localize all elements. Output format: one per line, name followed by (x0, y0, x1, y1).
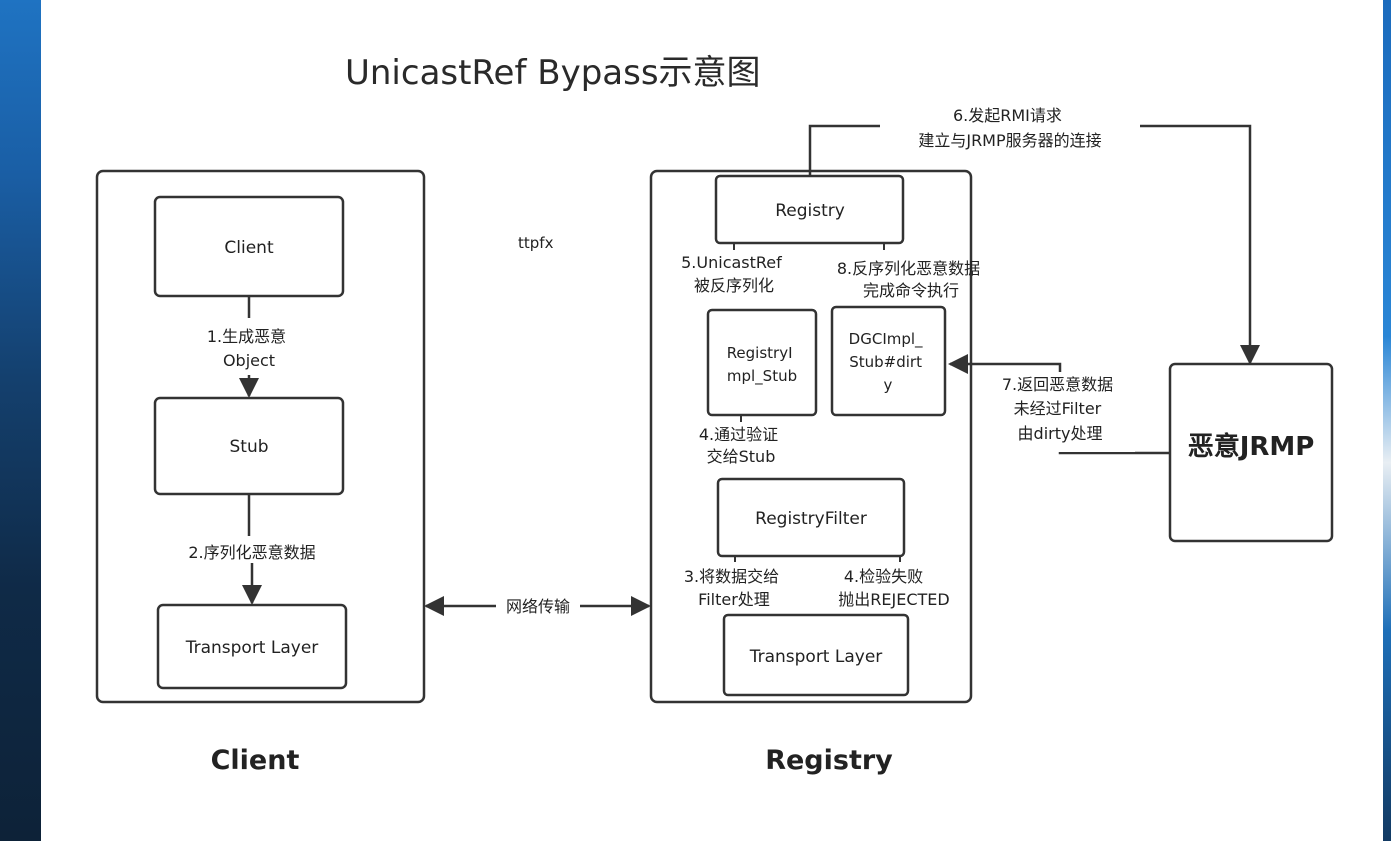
step3-label: 3.将数据交给 Filter处理 (684, 567, 784, 609)
step7-label-bg (985, 372, 1135, 452)
client-transport-box (156, 603, 348, 690)
registry-section-title: Registry (765, 745, 893, 776)
step8-label: 8.反序列化恶意数据 完成命令执行 (837, 259, 985, 300)
registry-filter-box (716, 477, 906, 558)
step1-label: 1.生成恶意 Object (207, 327, 291, 370)
registry-impl-stub-box (706, 308, 818, 417)
registry-transport-label: Transport Layer (749, 647, 883, 667)
left-decorative-strip (0, 0, 41, 841)
right-decorative-strip (1383, 0, 1391, 841)
diagram-svg: UnicastRef Bypass示意图 ttpfx Client Stub T… (95, 53, 1334, 776)
step2-label: 2.序列化恶意数据 (188, 543, 315, 562)
step6-label: 6.发起RMI请求 建立与JRMP服务器的连接 (918, 106, 1101, 150)
client-box-label: Client (224, 238, 274, 258)
dgc-impl-stub-label: DGCImpl_ Stub#dirt y (849, 330, 928, 394)
malicious-jrmp-label: 恶意JRMP (1188, 431, 1315, 462)
client-container (95, 169, 426, 704)
registry-filter-label: RegistryFilter (755, 509, 867, 529)
step5-label: 5.UnicastRef 被反序列化 (681, 253, 787, 295)
registry-impl-stub-label: RegistryI mpl_Stub (727, 344, 798, 386)
diagram-canvas: UnicastRef Bypass示意图 ttpfx Client Stub T… (41, 0, 1383, 841)
network-label: 网络传输 (506, 597, 570, 616)
client-section-title: Client (211, 745, 300, 776)
client-transport-label: Transport Layer (185, 638, 319, 658)
diagram-title: UnicastRef Bypass示意图 (345, 53, 761, 93)
stub-box-label: Stub (229, 437, 268, 457)
registry-box-label: Registry (775, 201, 845, 221)
step4-pass-label: 4.通过验证 交给Stub (699, 425, 783, 466)
dgc-impl-stub-box (830, 305, 947, 417)
step7-label: 7.返回恶意数据 未经过Filter 由dirty处理 (1002, 375, 1118, 443)
step6-label-bg (880, 98, 1140, 152)
registry-transport-box (722, 613, 910, 697)
watermark-text: ttpfx (518, 234, 554, 252)
step4-reject-label: 4.检验失败 抛出REJECTED (838, 567, 949, 609)
